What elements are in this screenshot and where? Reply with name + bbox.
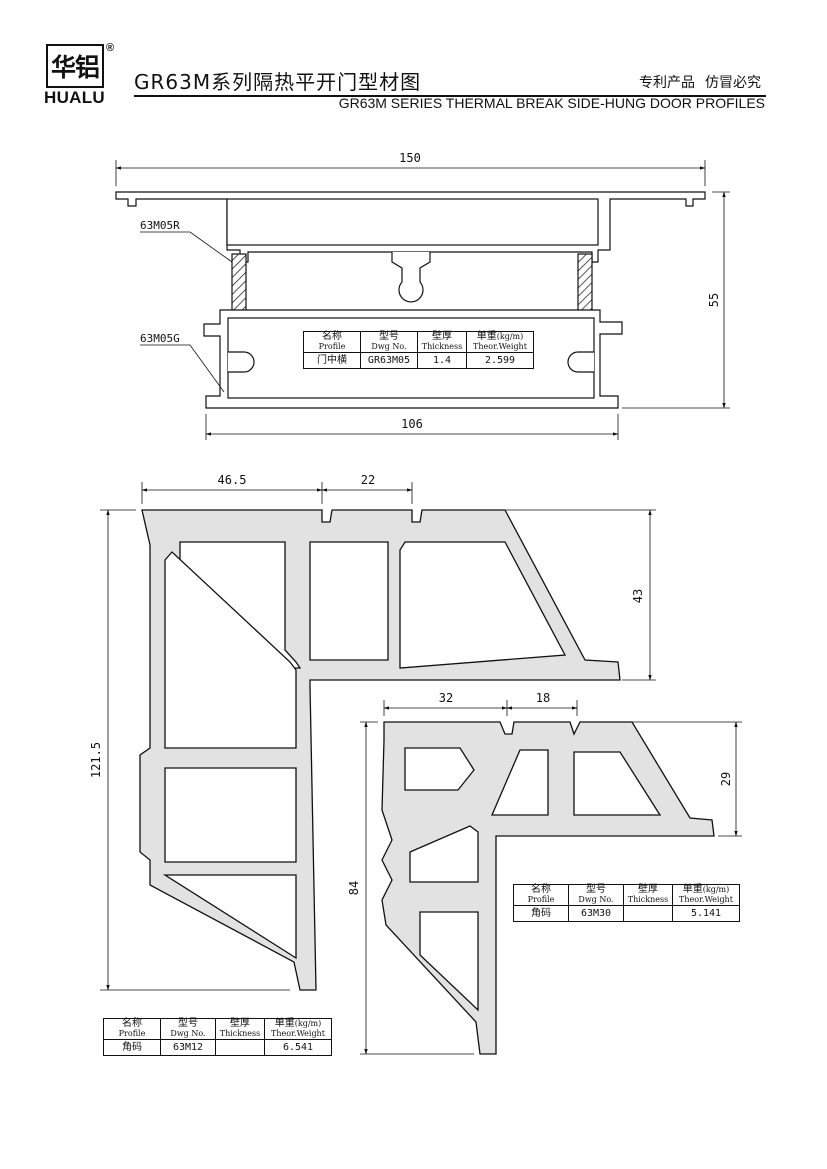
profile1-center-hook — [391, 252, 431, 303]
th-dwg-cn: 型号 — [379, 331, 399, 342]
th-name-en: Profile — [527, 895, 555, 904]
profile1-right-clip — [567, 351, 594, 373]
corner2-cavity-c — [573, 751, 662, 816]
t3-profile: 角码 — [513, 905, 569, 922]
th-name-en: Profile — [318, 342, 346, 351]
corner1-cavity-right — [399, 541, 567, 669]
profile-gr63m05 — [115, 191, 706, 409]
th-wt-unit: (kg/m) — [294, 1019, 322, 1028]
page-title-cn: GR63M系列隔热平开门型材图 — [134, 70, 422, 94]
corner-63m12 — [139, 509, 621, 991]
th-thk-cn: 壁厚 — [230, 1018, 250, 1029]
t2-profile: 角码 — [103, 1039, 161, 1056]
t1-dwg: GR63M05 — [360, 352, 418, 369]
dim-22: 22 — [361, 473, 375, 487]
page-title-en: GR63M SERIES THERMAL BREAK SIDE-HUNG DOO… — [338, 95, 765, 111]
corner2-cavity-b — [491, 749, 549, 816]
corner2-cavity-a — [404, 747, 475, 791]
registered-mark: ® — [106, 42, 115, 54]
insulation-strip-left — [231, 253, 247, 313]
corner1-dimensions — [100, 482, 656, 991]
label-63m05r: 63M05R — [140, 219, 180, 232]
corner2-cavity-e — [419, 911, 479, 1012]
th-wt-en: Theor.Weight — [473, 342, 527, 351]
dim-bottom-106: 106 — [401, 417, 423, 431]
corner2-cavity-d — [409, 825, 479, 883]
th-name-cn: 名称 — [122, 1018, 142, 1029]
dim-32: 32 — [439, 691, 453, 705]
th-thk-en: Thickness — [219, 1029, 261, 1038]
corner2-dimensions — [360, 700, 742, 1055]
profile1-upper-cavity — [226, 198, 599, 246]
th-wt-en: Theor.Weight — [271, 1029, 325, 1038]
th-dwg-en: Dwg No. — [170, 1029, 206, 1038]
dim-121-5: 121.5 — [89, 742, 103, 778]
th-wt-cn: 单重 — [274, 1018, 295, 1029]
th-wt-cn: 单重 — [682, 884, 703, 895]
th-dwg-cn: 型号 — [586, 884, 606, 895]
th-name-cn: 名称 — [322, 331, 342, 342]
dim-height-55: 55 — [707, 293, 721, 307]
insulation-strip-right — [577, 253, 593, 313]
t2-weight: 6.541 — [264, 1039, 332, 1056]
th-wt-unit: (kg/m) — [496, 332, 524, 341]
th-wt-cn: 单重 — [476, 331, 497, 342]
profile1-left-clip — [228, 351, 255, 373]
t2-dwg: 63M12 — [160, 1039, 216, 1056]
dim-84: 84 — [347, 881, 361, 895]
dim-width-150: 150 — [399, 151, 421, 165]
counterfeit-text: 仿冒必究 — [705, 75, 761, 91]
corner1-cavity-middle — [309, 541, 389, 661]
th-dwg-cn: 型号 — [178, 1018, 198, 1029]
brand-logo: 华铝 ® HUALU — [40, 42, 120, 110]
th-thk-cn: 壁厚 — [432, 331, 452, 342]
label-63m05g: 63M05G — [140, 332, 180, 345]
dim-43: 43 — [631, 589, 645, 603]
th-dwg-en: Dwg No. — [371, 342, 407, 351]
logo-en: HUALU — [44, 88, 105, 107]
t1-profile: 门中横 — [303, 352, 361, 369]
t3-thickness — [623, 905, 673, 922]
patent-notice: 专利产品仿冒必究 — [629, 72, 761, 92]
dim-46-5: 46.5 — [218, 473, 247, 487]
corner1-cavity-diagonal — [164, 551, 297, 749]
th-wt-unit: (kg/m) — [702, 885, 730, 894]
dim-18: 18 — [536, 691, 550, 705]
th-thk-en: Thickness — [421, 342, 463, 351]
th-thk-cn: 壁厚 — [638, 884, 658, 895]
th-thk-en: Thickness — [627, 895, 669, 904]
th-dwg-en: Dwg No. — [578, 895, 614, 904]
corner1-cavity-bottom — [162, 874, 297, 960]
th-wt-en: Theor.Weight — [679, 895, 733, 904]
t3-dwg: 63M30 — [568, 905, 624, 922]
t2-thickness — [215, 1039, 265, 1056]
logo-cn: 华铝 — [50, 53, 100, 82]
header-rule — [134, 95, 766, 97]
t1-weight: 2.599 — [466, 352, 534, 369]
profile1-dimensions — [115, 160, 730, 440]
corner-63m30 — [381, 721, 715, 1055]
corner1-cavity-lower — [164, 767, 297, 863]
t1-thickness: 1.4 — [417, 352, 467, 369]
t3-weight: 5.141 — [672, 905, 740, 922]
patent-text: 专利产品 — [639, 75, 695, 91]
logo-box: 华铝 — [46, 44, 104, 88]
dim-29: 29 — [719, 772, 733, 786]
th-name-cn: 名称 — [531, 884, 551, 895]
th-name-en: Profile — [118, 1029, 146, 1038]
